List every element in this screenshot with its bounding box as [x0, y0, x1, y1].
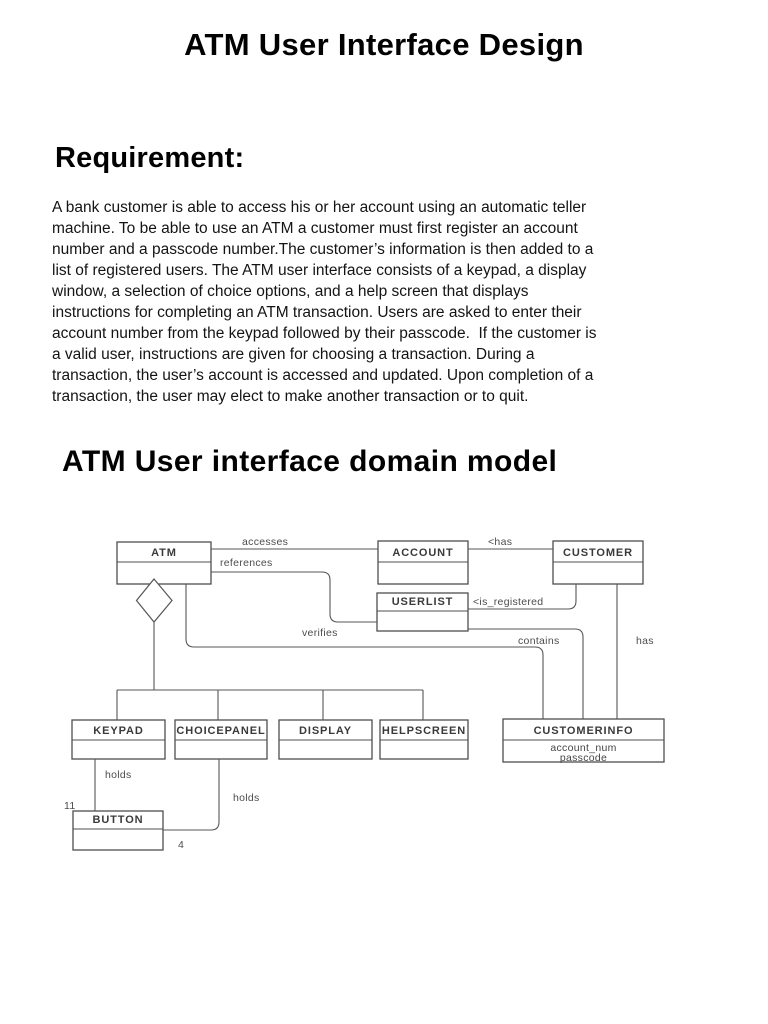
class-title-choicepanel: CHOICEPANEL	[176, 725, 265, 737]
class-box-helpscreen: HELPSCREEN	[379, 719, 469, 760]
label-holds-choicepanel: holds	[233, 792, 260, 804]
class-box-account: ACCOUNT	[377, 540, 469, 585]
class-title-helpscreen: HELPSCREEN	[382, 725, 466, 737]
edge-verifies	[185, 584, 544, 719]
class-title-atm: ATM	[151, 547, 177, 559]
label-holds-keypad: holds	[105, 769, 132, 781]
class-box-keypad: KEYPAD	[71, 719, 166, 760]
class-title-customer: CUSTOMER	[563, 547, 633, 559]
class-title-keypad: KEYPAD	[93, 725, 143, 737]
label-multiplicity-4: 4	[178, 839, 184, 851]
label-multiplicity-11: 11	[64, 800, 76, 812]
label-references: references	[220, 557, 273, 569]
domain-model-heading: ATM User interface domain model	[62, 445, 558, 478]
class-rect-atm	[116, 541, 212, 585]
class-title-userlist: USERLIST	[392, 596, 454, 608]
document-title: ATM User Interface Design	[184, 27, 584, 62]
class-box-userlist: USERLIST	[376, 592, 469, 632]
edge-references	[211, 571, 377, 623]
class-box-choicepanel: CHOICEPANEL	[174, 719, 268, 760]
class-rect-button	[72, 810, 164, 851]
class-attribute-customerinfo: passcode	[560, 752, 607, 764]
label-is-registered: <is_registered	[473, 596, 543, 608]
label-has-info: has	[636, 635, 654, 647]
class-title-button: BUTTON	[92, 814, 143, 826]
edge-contains	[468, 628, 584, 719]
class-box-display: DISPLAY	[278, 719, 373, 760]
edge-is-registered	[468, 584, 577, 610]
edge-holds-choicepanel	[163, 759, 220, 831]
class-box-button: BUTTON	[72, 810, 164, 851]
aggregation-diamond	[135, 578, 173, 623]
class-attribute-customerinfo: account_num	[550, 742, 616, 754]
class-title-display: DISPLAY	[299, 725, 352, 737]
label-has-account: <has	[488, 536, 512, 548]
label-verifies: verifies	[302, 627, 338, 639]
class-box-atm: ATM	[116, 541, 212, 585]
requirement-heading: Requirement:	[55, 142, 245, 174]
class-rect-userlist	[376, 592, 469, 632]
label-contains: contains	[518, 635, 560, 647]
class-box-customer: CUSTOMER	[552, 540, 644, 585]
class-title-account: ACCOUNT	[392, 547, 453, 559]
class-title-customerinfo: CUSTOMERINFO	[534, 725, 634, 737]
requirement-body-text: A bank customer is able to access his or…	[52, 199, 597, 405]
label-accesses: accesses	[242, 536, 288, 548]
